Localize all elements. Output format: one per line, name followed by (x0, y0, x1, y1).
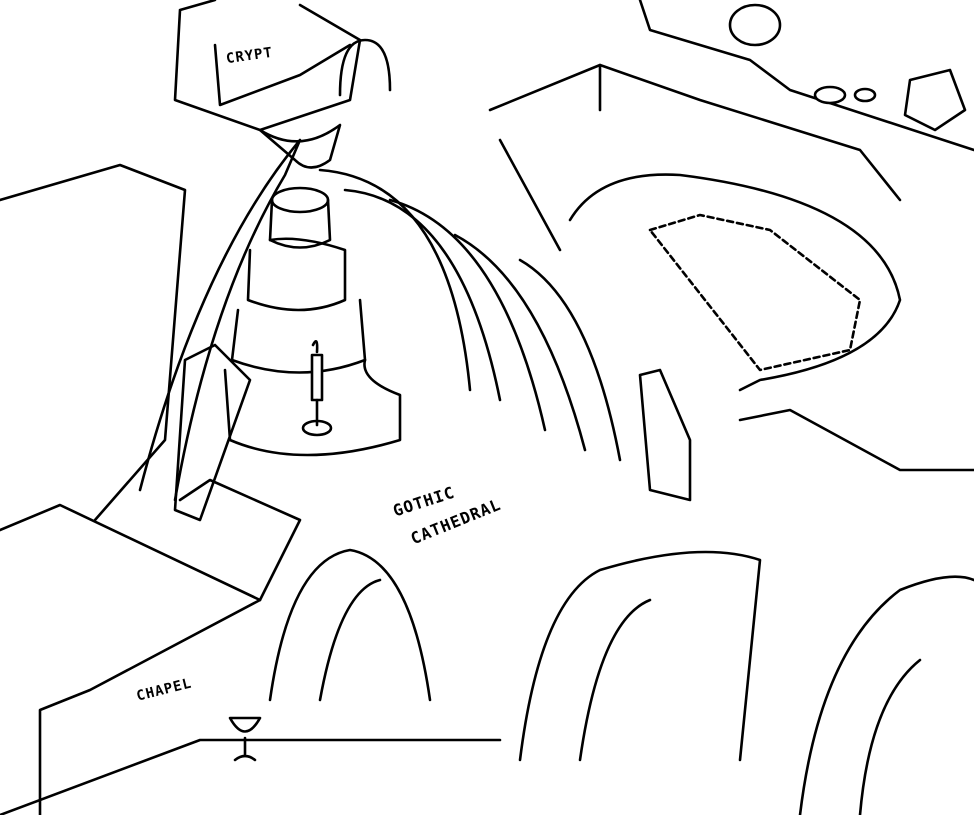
nave-arcade (318, 63, 902, 502)
bramble-alcove (568, 173, 902, 392)
altar-steps (223, 186, 402, 457)
west-wall (0, 138, 302, 815)
crypt-room (173, 0, 392, 169)
candle-icon (301, 339, 333, 437)
rubble (638, 0, 974, 152)
south-arches (0, 408, 974, 815)
goblet-icon (228, 716, 262, 762)
